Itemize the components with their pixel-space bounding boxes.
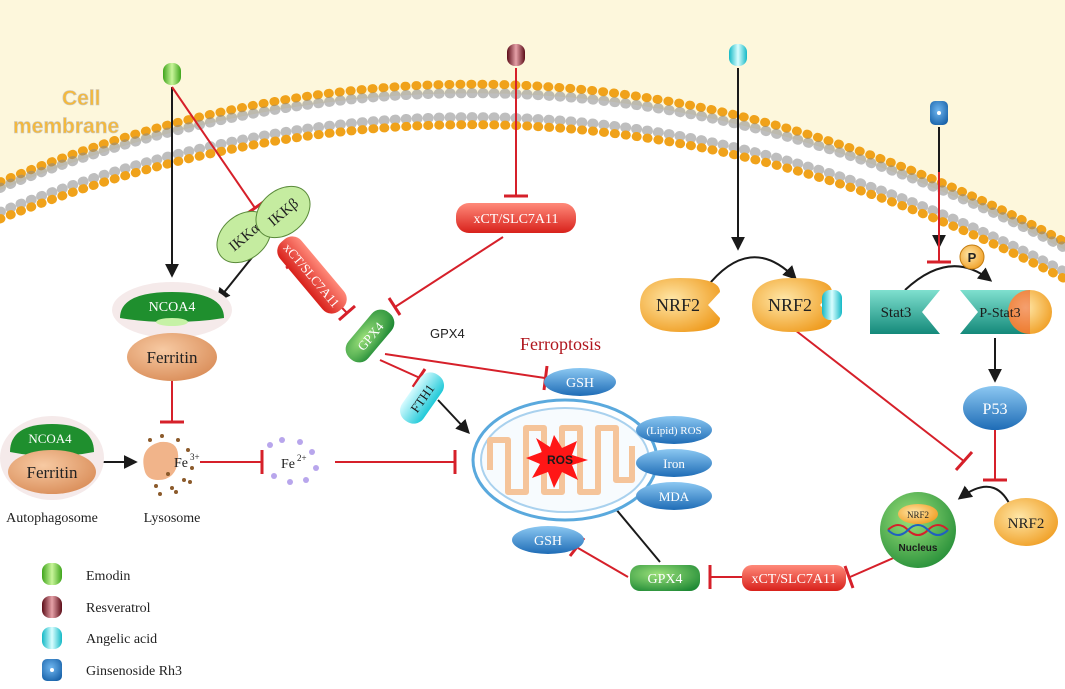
ncoa4-ferritin-top: NCOA4 Ferritin <box>112 282 232 381</box>
membrane-label-line2: membrane <box>13 115 119 138</box>
ncoa4-top-label: NCOA4 <box>149 300 196 315</box>
legend-angelic-acid-icon <box>42 627 62 649</box>
ros-burst-icon <box>526 435 588 488</box>
nrf2-b-label: NRF2 <box>768 295 812 315</box>
nrf2-a-label: NRF2 <box>656 295 700 315</box>
xct-top-label: xCT/SLC7A11 <box>473 212 558 227</box>
iron-node: Iron <box>636 449 712 477</box>
fe3-superscript: 3+ <box>190 452 200 462</box>
legend-emodin-icon <box>42 563 62 585</box>
ikk-complex: IKKα IKKβ <box>216 185 311 264</box>
lipid-ros-label: (Lipid) ROS <box>646 425 701 437</box>
ferritin-bottom-label: Ferritin <box>27 463 78 482</box>
autophagosome: NCOA4 Ferritin Autophagosome <box>0 416 104 526</box>
fe2-superscript: 2+ <box>297 453 307 463</box>
iron-label: Iron <box>663 456 685 471</box>
xct-bottom-node: xCT/SLC7A11 <box>742 565 846 591</box>
pstat3-label: P-Stat3 <box>979 306 1020 321</box>
gpx4-side-label: GPX4 <box>430 326 465 341</box>
fe2-label: Fe <box>281 457 295 472</box>
gsh-top-label: GSH <box>566 376 594 391</box>
nucleus-nrf2-label: NRF2 <box>907 510 929 520</box>
lipid-tails-outer <box>0 88 1065 253</box>
nucleus-label: Nucleus <box>899 543 938 554</box>
legend-ginsenoside-label: Ginsenoside Rh3 <box>86 664 182 679</box>
mda-node: MDA <box>636 482 712 510</box>
xct-top-node: xCT/SLC7A11 <box>456 203 576 233</box>
phospho-p-node: P <box>959 244 985 270</box>
fth1-node: FTH1 <box>400 372 444 424</box>
fe3-label: Fe <box>174 456 188 471</box>
xct-left-label: xCT/SLC7A11 <box>280 240 342 310</box>
gpx4-bottom-node: GPX4 <box>630 565 700 591</box>
lipid-heads-outer <box>0 79 1065 247</box>
nrf2-node-b: NRF2 <box>752 278 842 332</box>
gpx4-bottom-label: GPX4 <box>647 572 682 587</box>
legend-resveratrol-icon <box>42 596 62 618</box>
angelic-acid-capsule-icon <box>729 44 747 66</box>
ros-label: ROS <box>547 453 573 467</box>
p53-node: P53 <box>963 386 1027 430</box>
phospho-p-label: P <box>968 250 977 265</box>
nrf2-free-label: NRF2 <box>1008 516 1045 532</box>
lysosome: Fe 3+ Lysosome <box>143 434 200 526</box>
resveratrol-capsule-icon <box>507 44 525 66</box>
xct-left-node: xCT/SLC7A11 <box>277 236 347 314</box>
lipid-tails-inner <box>0 112 1065 277</box>
gsh-bottom-node: GSH <box>512 526 584 554</box>
membrane-label-line1: Cell <box>62 87 101 110</box>
nucleus-node: NRF2 Nucleus <box>880 492 956 568</box>
ncoa4-bottom-label: NCOA4 <box>28 431 72 446</box>
ferritin-top-label: Ferritin <box>147 348 198 367</box>
mitochondrion: ROS <box>471 398 659 522</box>
legend: Emodin Resveratrol Angelic acid Ginsenos… <box>42 563 182 681</box>
legend-emodin-label: Emodin <box>86 569 130 584</box>
lipid-ros-node: (Lipid) ROS <box>636 416 712 444</box>
lipid-heads-inner <box>0 120 1065 284</box>
lysosome-label: Lysosome <box>144 511 201 526</box>
autophagosome-label: Autophagosome <box>6 511 98 526</box>
xct-bottom-label: xCT/SLC7A11 <box>751 572 836 587</box>
legend-angelic-acid-label: Angelic acid <box>86 632 157 647</box>
stat3-node: Stat3 <box>870 290 940 334</box>
gsh-top-node: GSH <box>544 368 616 396</box>
gpx4-node: GPX4 <box>345 309 395 363</box>
fe2-cluster: Fe 2+ <box>267 437 319 485</box>
ferroptosis-label: Ferroptosis <box>520 334 601 354</box>
gsh-bottom-label: GSH <box>534 534 562 549</box>
emodin-capsule-icon <box>163 63 181 85</box>
nrf2-node-a: NRF2 <box>640 278 720 332</box>
pstat3-node: P-Stat3 <box>960 290 1052 334</box>
legend-resveratrol-label: Resveratrol <box>86 601 151 616</box>
p53-label: P53 <box>983 401 1008 418</box>
mda-label: MDA <box>659 489 690 504</box>
stat3-label: Stat3 <box>881 305 912 321</box>
cytoplasm-membrane-region <box>0 0 1065 250</box>
nrf2-free-node: NRF2 <box>994 498 1058 546</box>
